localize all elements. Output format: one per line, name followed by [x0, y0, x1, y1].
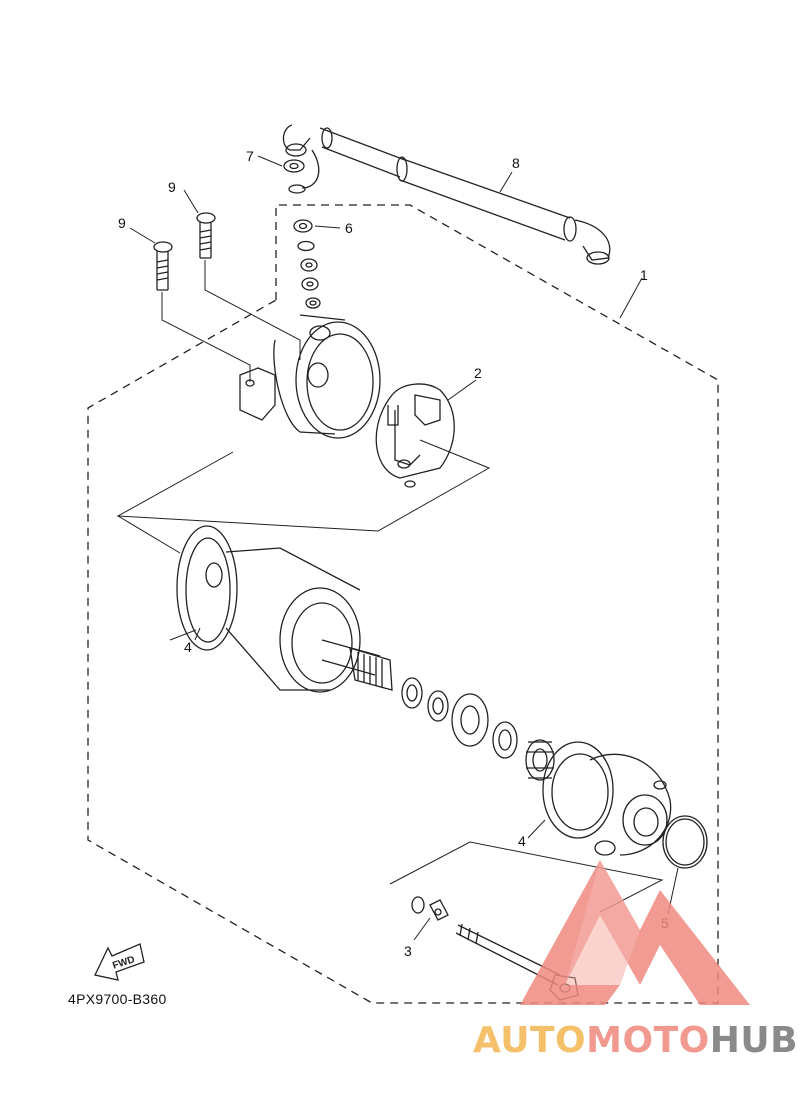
- watermark-moto: MOTO: [586, 1020, 710, 1061]
- front-cover: [239, 314, 381, 439]
- drawing-code: 4PX9700-B360: [68, 991, 167, 1007]
- label-part-4-b: 4: [518, 833, 526, 849]
- brush-holder-part-2: [375, 383, 455, 488]
- washers-and-bearings: [401, 677, 555, 781]
- watermark-auto: AUTO: [473, 1020, 587, 1061]
- armature: [176, 525, 393, 693]
- label-leader-lines: [129, 155, 679, 941]
- assembly-outline-dashed: [87, 204, 719, 1004]
- label-part-7: 7: [246, 148, 254, 164]
- label-part-2: 2: [474, 365, 482, 381]
- bolt-part-9-b: [153, 241, 173, 291]
- rear-cover: [542, 741, 672, 856]
- fwd-arrow-icon: [94, 943, 145, 981]
- label-part-1: 1: [640, 267, 648, 283]
- automotohub-logo-icon: [520, 860, 750, 1005]
- label-part-8: 8: [512, 155, 520, 171]
- label-part-6: 6: [345, 220, 353, 236]
- lead-wire-part-8: [282, 124, 611, 265]
- armature-bracket-line: [117, 515, 197, 641]
- nut-part-7: [283, 159, 306, 194]
- automotohub-watermark: AUTOMOTOHUB: [473, 1020, 798, 1061]
- nut-washer-stack-part-6: [293, 219, 321, 309]
- part-3-box: [389, 841, 664, 913]
- bolt-part-9-a: [196, 212, 216, 259]
- label-part-4-a: 4: [184, 639, 192, 655]
- brush-holder-box: [116, 439, 491, 532]
- label-part-3: 3: [404, 943, 412, 959]
- watermark-hub: HUB: [709, 1020, 799, 1061]
- o-ring-part-5: [662, 815, 708, 869]
- label-part-9-a: 9: [168, 179, 176, 195]
- bolt-alignment-lines: [161, 260, 301, 382]
- label-part-9-b: 9: [118, 215, 126, 231]
